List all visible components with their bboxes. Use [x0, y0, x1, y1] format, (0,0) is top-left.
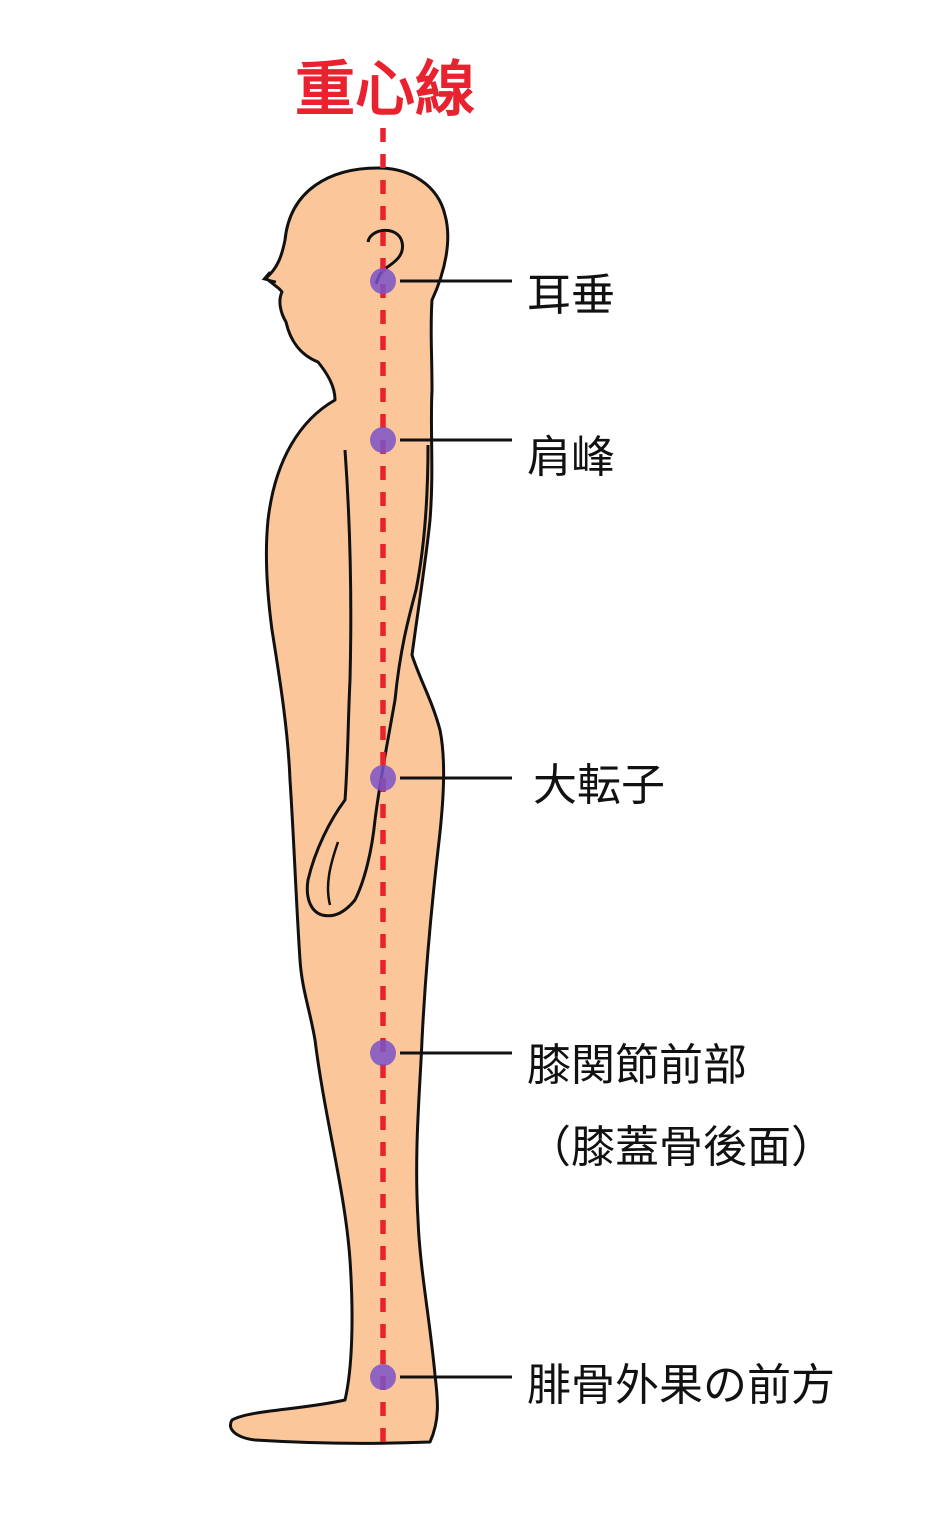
hand-detail [326, 841, 340, 906]
diagram-title: 重心線 [295, 55, 475, 125]
landmark-dot-knee [370, 1040, 396, 1066]
landmark-label-shoulder: 肩峰 [527, 432, 615, 483]
nose-outline [261, 271, 277, 284]
landmark-dot-ankle [370, 1364, 396, 1390]
landmark-dot-ear [370, 268, 396, 294]
landmark-label-knee: 膝関節前部 [527, 1040, 747, 1091]
landmark-dot-trochanter [370, 765, 396, 791]
body-silhouette [229, 166, 450, 1445]
landmark-label-trochanter: 大転子 [533, 760, 665, 811]
landmark-sublabel-knee: （膝蓋骨後面） [527, 1122, 835, 1173]
arm-outline [305, 444, 430, 918]
landmark-dot-shoulder [370, 427, 396, 453]
landmark-label-ankle: 腓骨外果の前方 [527, 1360, 835, 1411]
landmark-label-ear: 耳垂 [527, 270, 615, 321]
